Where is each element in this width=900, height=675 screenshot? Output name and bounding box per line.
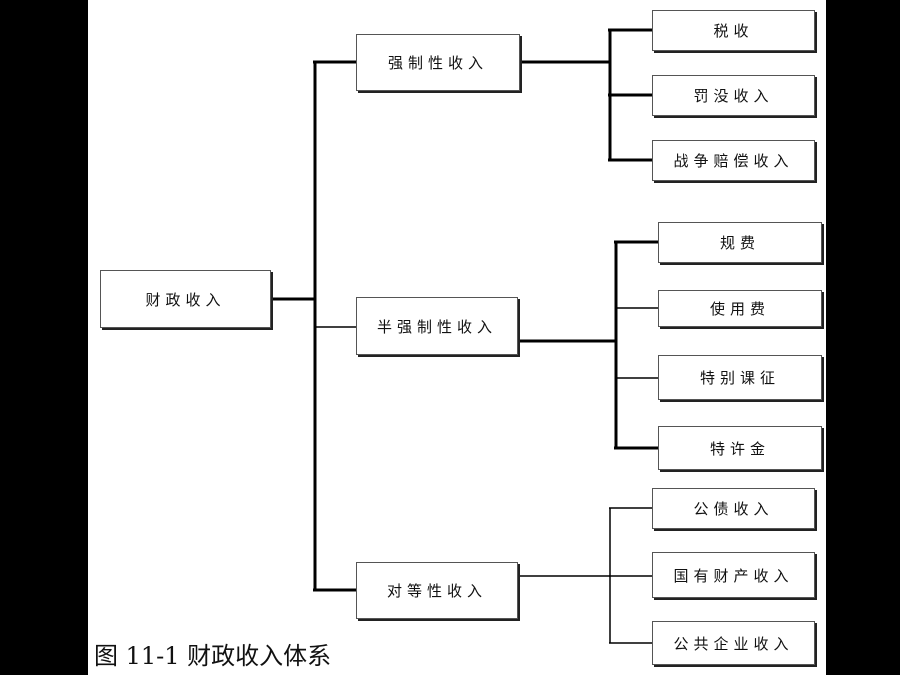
node-category-1: 强制性收入 [356, 34, 520, 91]
node-item-2-2: 使用费 [658, 290, 822, 327]
node-category-2: 半强制性收入 [356, 297, 518, 355]
node-category-3: 对等性收入 [356, 562, 518, 619]
node-root: 财政收入 [100, 270, 271, 328]
node-item-3-2: 国有财产收入 [652, 552, 815, 598]
node-item-2-1: 规费 [658, 222, 822, 263]
figure-caption: 图 11-1 财政收入体系 [94, 642, 332, 670]
node-item-1-3: 战争赔偿收入 [652, 140, 815, 181]
node-item-1-2: 罚没收入 [652, 75, 815, 116]
node-item-3-1: 公债收入 [652, 488, 815, 529]
connector-lines [271, 28, 658, 644]
node-item-3-3: 公共企业收入 [652, 621, 815, 665]
node-item-1-1: 税收 [652, 10, 815, 51]
node-item-2-4: 特许金 [658, 426, 822, 470]
diagram-canvas: 财政收入 强制性收入 半强制性收入 对等性收入 税收 罚没收入 战争赔偿收入 规… [88, 0, 826, 675]
node-item-2-3: 特别课征 [658, 355, 822, 400]
